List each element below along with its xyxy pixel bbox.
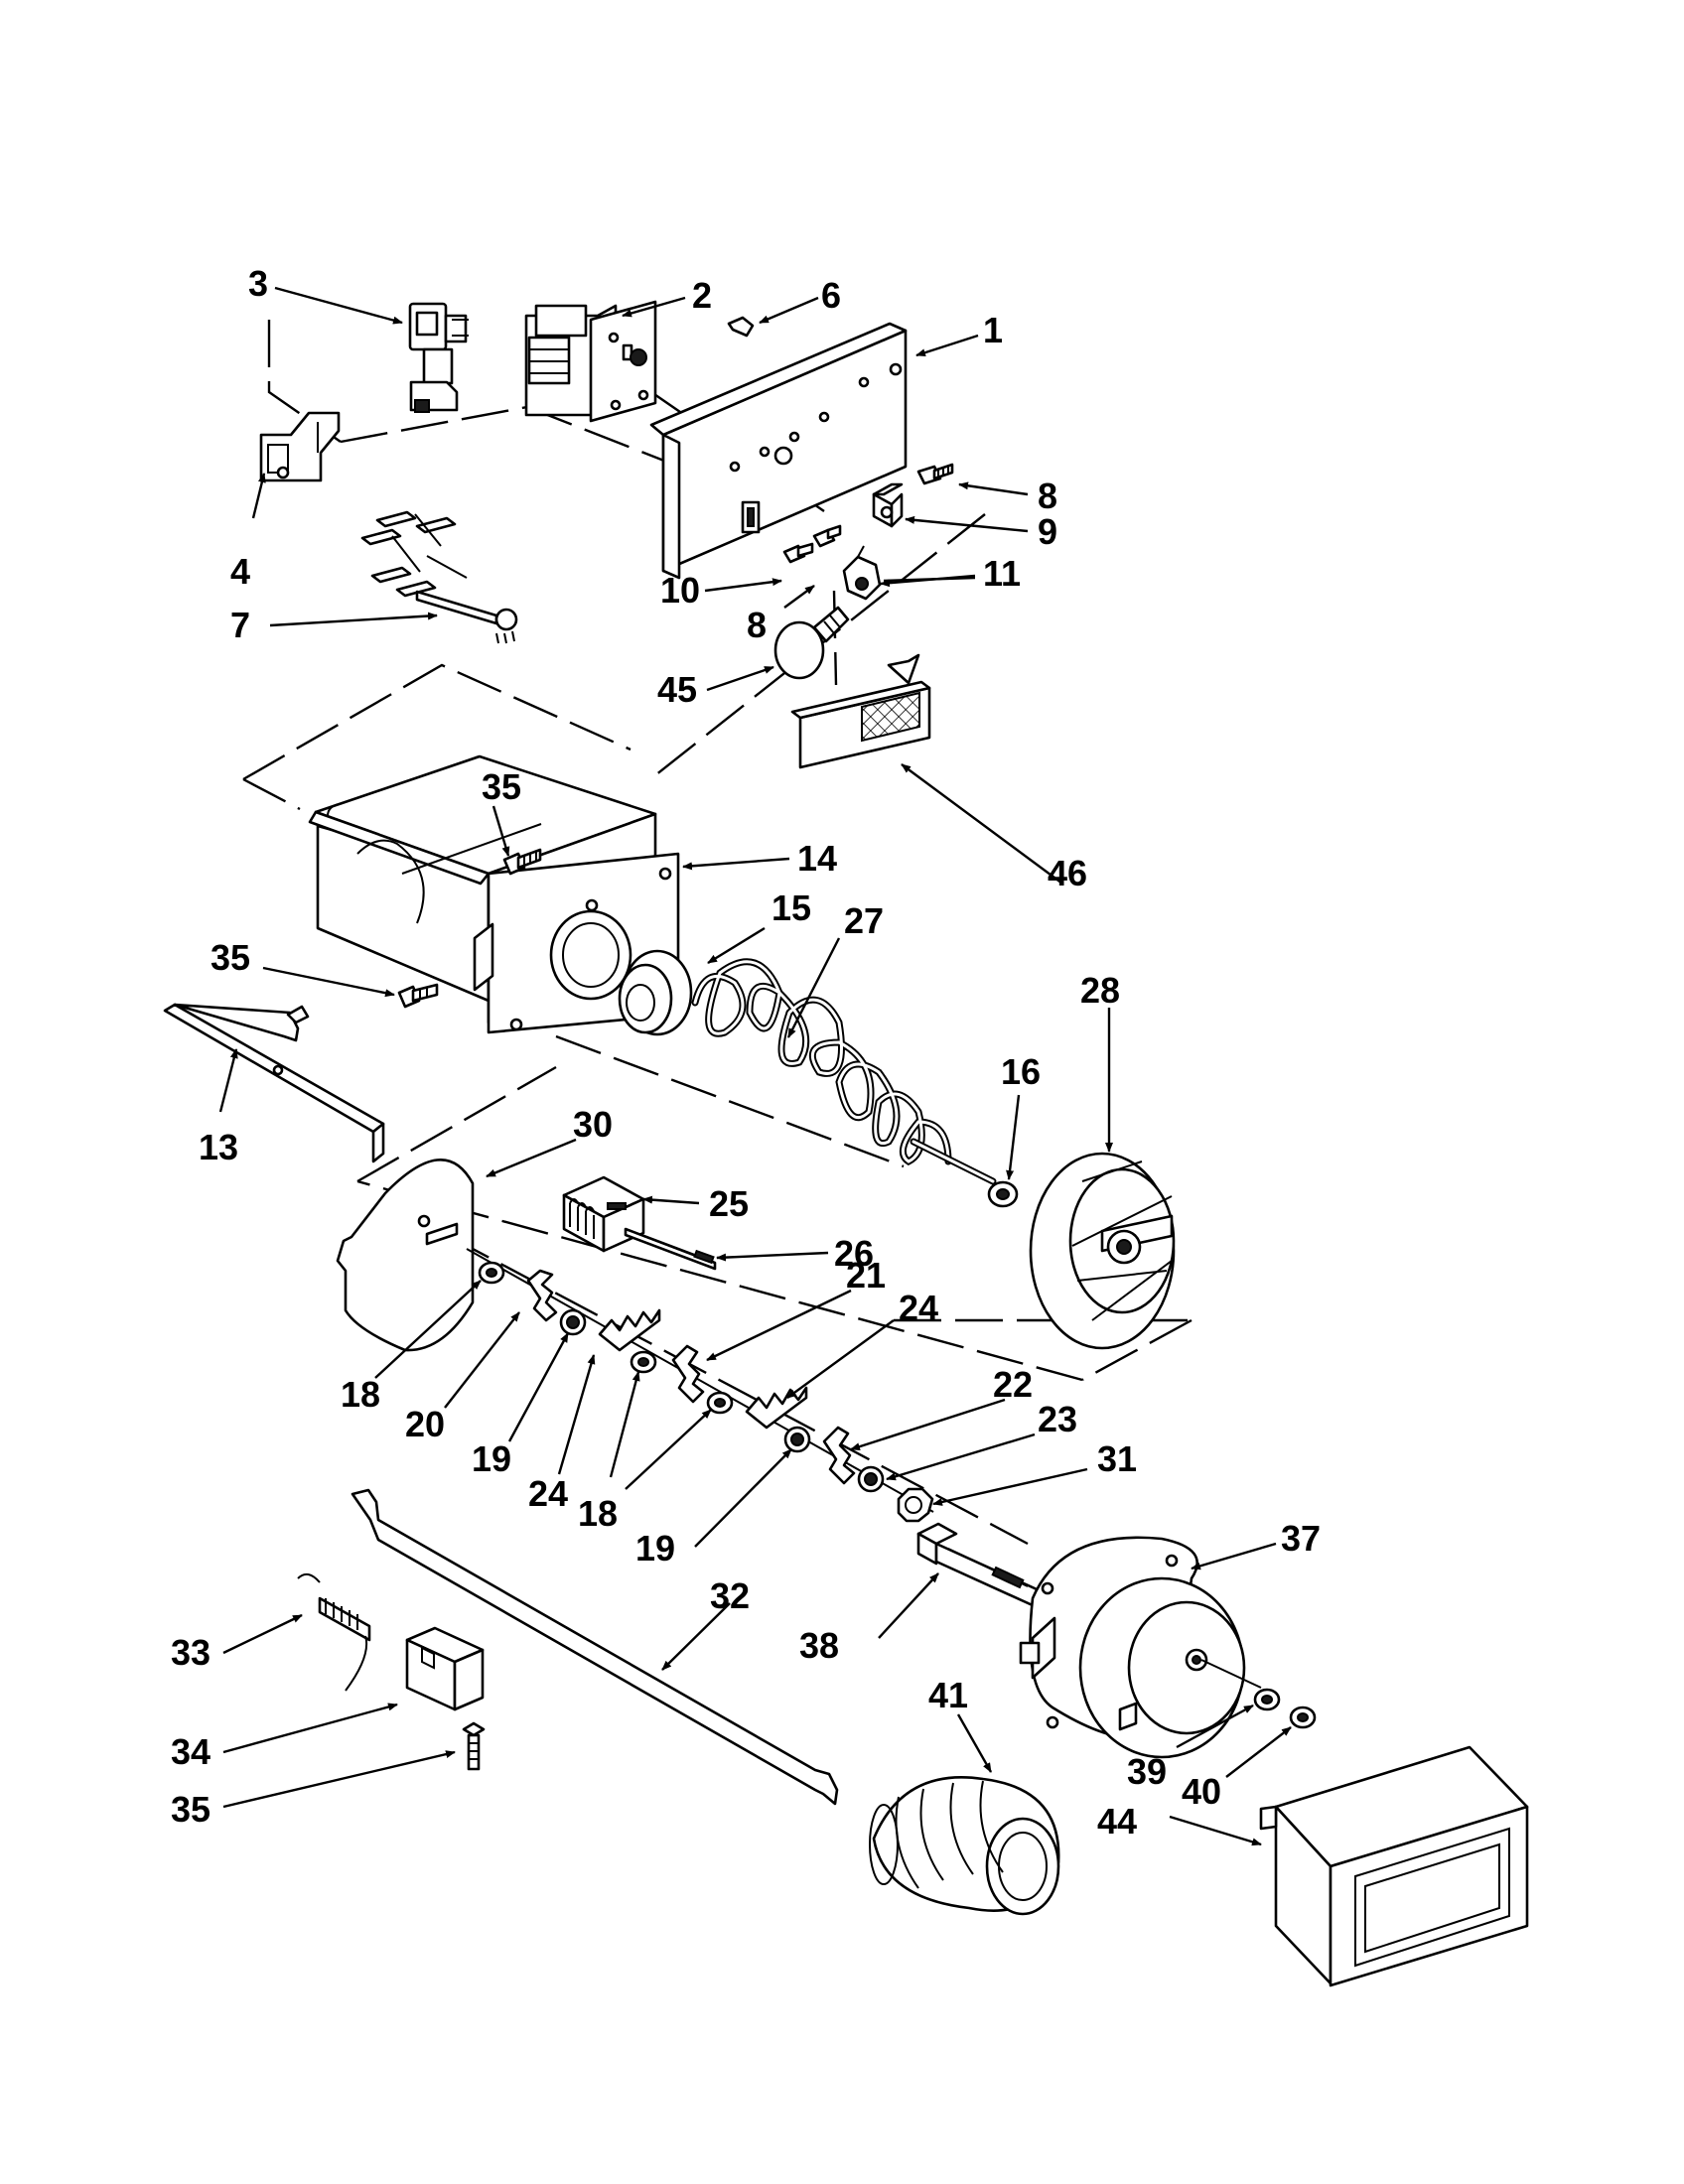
- lamp-socket-part: [842, 545, 882, 601]
- washer-part-19b: [783, 1426, 811, 1453]
- coupling-part: [869, 1775, 1060, 1916]
- blade-part-24a: [598, 1308, 661, 1352]
- blade-part-22: [822, 1426, 856, 1485]
- callout-32: 32: [710, 1575, 750, 1616]
- bearing-part: [618, 949, 693, 1036]
- callout-20: 20: [405, 1404, 445, 1444]
- callout-41: 41: [928, 1675, 968, 1715]
- callout-24-upper: 24: [899, 1288, 938, 1328]
- callout-14: 14: [797, 838, 837, 879]
- motor-part-37: [1019, 1536, 1262, 1759]
- callout-10: 10: [660, 570, 700, 611]
- callout-8-upper: 8: [1038, 476, 1057, 516]
- cover-plate-part: [336, 1159, 475, 1352]
- spacer-part-18b: [630, 1350, 657, 1374]
- callout-25: 25: [709, 1183, 749, 1224]
- spacer-part-18c: [706, 1391, 734, 1415]
- crusher-block-part: [562, 1175, 645, 1253]
- callout-40: 40: [1182, 1771, 1221, 1812]
- washer-part-40: [1289, 1706, 1317, 1729]
- callout-9: 9: [1038, 511, 1057, 552]
- blade-part-21: [671, 1344, 705, 1404]
- callout-19-left: 19: [472, 1438, 511, 1479]
- callout-39: 39: [1127, 1751, 1167, 1792]
- callout-30: 30: [573, 1104, 613, 1145]
- thermostat-part: [360, 510, 518, 644]
- callout-37: 37: [1281, 1518, 1321, 1559]
- blade-drum-part: [1029, 1152, 1176, 1350]
- callout-6: 6: [821, 275, 841, 316]
- screw-part-8-lower: [812, 524, 842, 548]
- screw-part-8-upper: [916, 463, 954, 485]
- callout-31: 31: [1097, 1438, 1137, 1479]
- screw-part-35-lower: [462, 1721, 486, 1771]
- callout-35-side: 35: [210, 937, 250, 978]
- slide-bar-part: [163, 1003, 385, 1163]
- callout-18-left: 18: [341, 1374, 380, 1415]
- rod-part: [351, 1488, 839, 1806]
- motor-clip-part: [916, 1522, 1048, 1613]
- callout-4: 4: [230, 551, 250, 592]
- callout-18-right: 18: [578, 1493, 618, 1534]
- callout-34: 34: [171, 1731, 210, 1772]
- washer-part-16: [987, 1180, 1019, 1208]
- washer-part-39: [1253, 1688, 1281, 1711]
- callout-46: 46: [1048, 853, 1087, 893]
- nut-part-31: [897, 1487, 934, 1523]
- callout-26: 26: [834, 1233, 874, 1274]
- spacer-part-18a: [478, 1261, 505, 1285]
- callout-11: 11: [983, 553, 1021, 594]
- callout-22: 22: [993, 1364, 1033, 1405]
- bracket-part-34: [405, 1626, 485, 1711]
- screw-part-35-left: [397, 983, 439, 1009]
- callout-2: 2: [692, 275, 712, 316]
- callout-38: 38: [799, 1625, 839, 1666]
- spring-part: [297, 1572, 371, 1692]
- callout-44: 44: [1097, 1801, 1137, 1842]
- housing-cover-part: [1259, 1745, 1529, 1987]
- clip-part: [727, 316, 755, 338]
- water-valve-part: [408, 302, 469, 413]
- callout-7: 7: [230, 605, 250, 645]
- callout-35-bin: 35: [482, 766, 521, 807]
- callout-21: 21: [846, 1255, 886, 1296]
- filter-housing-part: [790, 653, 931, 769]
- callout-45: 45: [657, 669, 697, 710]
- washer-part-23: [857, 1465, 885, 1493]
- callout-15: 15: [772, 887, 811, 928]
- callout-3: 3: [248, 263, 268, 304]
- callout-16: 16: [1001, 1051, 1041, 1092]
- callout-28: 28: [1080, 970, 1120, 1011]
- motor-part: [524, 300, 657, 423]
- callout-23: 23: [1038, 1399, 1077, 1439]
- blade-part-20: [526, 1269, 558, 1322]
- bracket-part: [259, 411, 341, 482]
- washer-part-19a: [559, 1308, 587, 1336]
- callout-8-lower: 8: [747, 605, 767, 645]
- screw-part-10: [782, 542, 814, 564]
- auger-part: [691, 958, 997, 1185]
- callout-35-bottom: 35: [171, 1789, 210, 1830]
- callout-1: 1: [983, 310, 1003, 350]
- screw-part-35-upper: [502, 848, 542, 876]
- shaft-part: [624, 1227, 717, 1271]
- callout-33: 33: [171, 1632, 210, 1673]
- callout-13: 13: [199, 1127, 238, 1167]
- callout-19-right: 19: [635, 1528, 675, 1569]
- callout-24-lower: 24: [528, 1473, 568, 1514]
- mounting-plate-part: [649, 322, 908, 580]
- clip-part-9: [872, 482, 904, 528]
- light-bulb-part: [773, 606, 850, 680]
- callout-labels: 3 2 6 1 4 7 8 9 10 11 8 45 46 35 14 15 2…: [171, 263, 1321, 1842]
- leader-lines: [218, 286, 1292, 1846]
- callout-27: 27: [844, 900, 884, 941]
